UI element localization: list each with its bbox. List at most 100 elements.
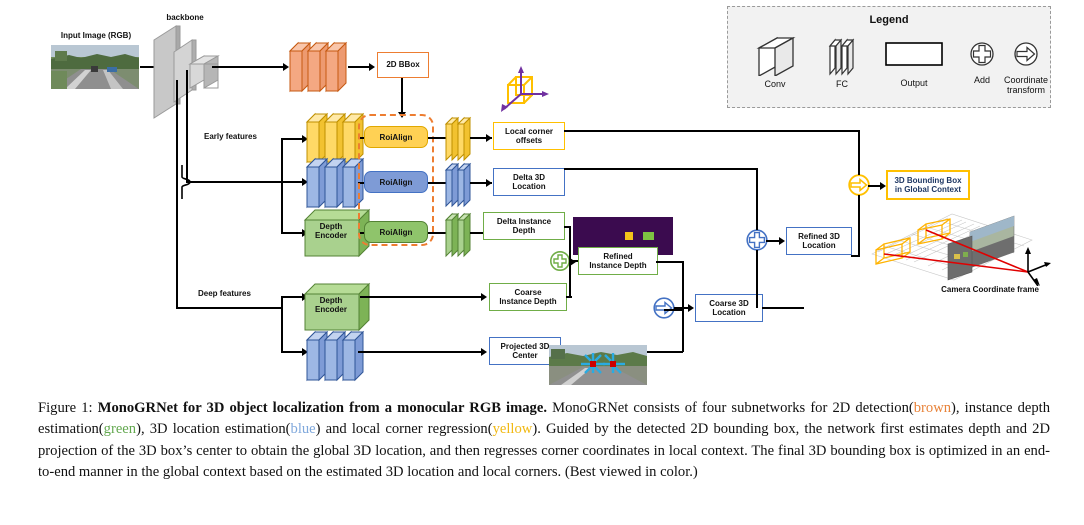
add-icon-instance-depth [549,250,571,272]
depth-encoder-early-label: Depth Encoder [314,222,347,241]
line-backbone-to-det-convs [212,66,284,68]
line-delta3d-down [756,168,758,230]
fc-icon [825,38,859,78]
legend-label-fc: FC [836,79,848,89]
caption-color-yellow: yellow [492,421,533,438]
legend-label-conv: Conv [764,79,786,89]
arrowhead-det-convs [283,63,289,71]
output-local-corner-offsets[interactable]: Local corner offsets [493,122,565,150]
input-image-thumbnail [51,45,139,89]
input-image-label: Input Image (RGB) [60,31,132,40]
arrowhead-add-refined-depth [570,258,576,266]
local-corner-axes-icon [494,63,556,115]
caption-color-brown: brown [913,400,952,416]
line-refined-depth-right [656,261,684,263]
legend-item-conv: Conv [744,34,806,89]
line-projcenter-up [682,309,684,352]
output-delta-3d-location[interactable]: Delta 3D Location [493,168,565,196]
output-3d-bounding-box-global[interactable]: 3D Bounding Box in Global Context [886,170,970,200]
line-add-to-refined3d [766,240,780,242]
conv-stack-projected-center [305,326,369,382]
line-fc-corner-to-out [470,137,492,139]
arrowhead-early-blue [302,178,308,186]
line-refined-depth-down [682,261,684,311]
legend-title: Legend [869,14,909,26]
roialign-group [358,114,434,246]
arrowhead-coarse-depth [481,293,487,301]
line-refined3d-up [858,195,860,256]
line-early-to-yellow [281,138,303,140]
line-roi-yellow-to-fc [428,137,450,139]
output-icon [882,42,946,72]
legend-label-coordinate-transform: Coordinate transform [1003,75,1049,96]
caption-text-3: ), 3D location estimation( [136,421,291,438]
line-localcorner-down [858,130,860,175]
legend-item-coordinate-transform: Coordinate transform [1002,40,1050,96]
arrowhead-early-yellow [302,135,308,143]
arrowhead-proj-center [481,348,487,356]
caption-text-2: ), instance depth estimation( [38,400,1051,438]
line-fc-loc-to-out [470,182,492,184]
depth-encoder-early [303,206,371,258]
legend-item-output: Output [871,38,957,88]
line-transform-to-coarse3d [674,307,690,309]
legend-label-output: Output [900,78,928,88]
roialign-depth[interactable]: RoiAlign [364,221,428,243]
caption-text-4: ) and local corner regression( [315,421,493,438]
line-roi-green-to-fc [428,232,450,234]
camera-coordinate-frame-label: Camera Coordinate frame [941,285,1039,294]
arrowhead-bbox3d-global [880,182,886,190]
fc-stack-depth [444,210,474,258]
line-add-to-refined-depth [569,260,579,262]
line-early-trunk [186,181,282,183]
line-delta3d-right [564,168,757,170]
output-refined-3d-location[interactable]: Refined 3D Location [786,227,852,255]
line-backbone-drop-early [186,70,188,182]
caption-text-5: ). Guided by the detected 2D bounding bo… [38,421,1050,481]
caption-color-blue: blue [290,421,316,438]
caption-prefix: Figure 1: [38,400,98,416]
line-coarse-depth-up [569,261,571,297]
line-fc-depth-to-out [470,232,492,234]
line-delta-depth-right [564,226,571,228]
legend-item-fc: FC [816,34,868,89]
deep-features-label: Deep features [198,289,251,298]
output-delta-instance-depth[interactable]: Delta Instance Depth [483,212,565,240]
fc-stack-location [444,160,474,208]
output-coarse-instance-depth[interactable]: Coarse Instance Depth [489,283,567,311]
line-early-fanout [281,138,283,234]
line-coarse3d-right [762,307,804,309]
figure-diagram: Input Image (RGB) backbone [51,6,1052,385]
line-blueconv2-to-projcenter [358,351,482,353]
line-delta-depth-down [569,226,571,261]
arrowhead-bbox [369,63,375,71]
line-deep-trunk [176,307,282,309]
conv-icon [753,36,797,78]
add-icon [968,42,996,70]
line-gold-to-bbox3d [868,185,881,187]
output-refined-instance-depth[interactable]: Refined Instance Depth [578,247,658,275]
line-deep-to-blue2 [281,351,303,353]
line-localcorner-right [564,130,859,132]
roialign-location[interactable]: RoiAlign [364,171,428,193]
fc-stack-corner [444,114,474,162]
output-2d-bbox[interactable]: 2D BBox [377,52,429,78]
arrowhead-delta3d [486,179,492,187]
line-coarse3d-up [756,250,758,308]
figure-caption: Figure 1: MonoGRNet for 3D object locali… [38,398,1050,484]
legend-item-add: Add [960,40,1004,85]
arrowhead-local-corner [486,134,492,142]
output-coarse-3d-location[interactable]: Coarse 3D Location [695,294,763,322]
early-features-label: Early features [204,132,257,141]
legend-label-add: Add [973,75,990,85]
roialign-corner[interactable]: RoiAlign [364,126,428,148]
caption-bold-title: MonoGRNet for 3D object localization fro… [97,400,547,416]
global-context-illustration [862,196,1052,286]
depth-encoder-deep-label: Depth Encoder [314,296,347,315]
arrowhead-deep-blue2 [302,348,308,356]
projected-center-illustration [549,345,647,385]
backbone-icon [150,22,240,122]
coordinate-transform-icon-coarse [652,296,676,320]
arrowhead-coarse3d [688,304,694,312]
arrowhead-refined3d [779,237,785,245]
